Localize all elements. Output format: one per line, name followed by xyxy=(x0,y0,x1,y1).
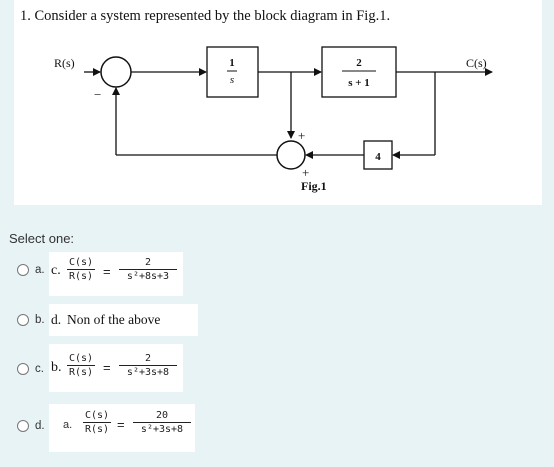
option-a-radio[interactable] xyxy=(17,264,29,276)
block2-denominator: s + 1 xyxy=(348,77,370,89)
block-2 xyxy=(321,46,397,98)
option-c-lhs: C(s)R(s) xyxy=(67,353,95,378)
sum1-minus-sign: − xyxy=(94,87,101,102)
summing-junction-1 xyxy=(100,56,132,88)
option-a-equals: = xyxy=(103,264,111,279)
option-b-letter: b. xyxy=(35,314,45,326)
select-one-label: Select one: xyxy=(9,231,75,246)
option-a-letter: a. xyxy=(35,264,45,276)
option-c-inner-letter: b. xyxy=(51,360,62,375)
block-1 xyxy=(206,46,259,98)
option-c-radio[interactable] xyxy=(17,363,29,375)
option-b[interactable]: b. d. Non of the above xyxy=(0,304,200,336)
sum2-plus-top: + xyxy=(298,128,305,143)
block2-numerator: 2 xyxy=(356,57,362,69)
option-d-equals: = xyxy=(117,417,125,432)
output-label: C(s) xyxy=(466,56,487,70)
option-b-radio[interactable] xyxy=(17,314,29,326)
option-a-inner-letter: c. xyxy=(51,263,61,278)
figure-caption: Fig.1 xyxy=(301,179,327,193)
input-label: R(s) xyxy=(54,56,75,70)
summing-junction-2 xyxy=(276,140,306,170)
option-d-letter: d. xyxy=(35,420,45,432)
option-d-radio[interactable] xyxy=(17,420,29,432)
option-d-inner-letter: a. xyxy=(63,419,73,431)
option-d-lhs: C(s)R(s) xyxy=(83,410,111,435)
option-c-letter: c. xyxy=(35,363,44,375)
block3-value: 4 xyxy=(375,151,381,163)
option-b-inner-letter: d. xyxy=(51,312,62,327)
sum2-plus-right: + xyxy=(302,165,309,180)
question-card: 1. Consider a system represented by the … xyxy=(14,0,542,205)
block-diagram: R(s) − 1 s 2 s + 1 C(s) 4 + + xyxy=(54,46,493,193)
option-c-equals: = xyxy=(103,360,111,375)
option-b-content: d. Non of the above xyxy=(49,304,198,336)
option-a-lhs: C(s)R(s) xyxy=(67,257,95,282)
option-b-text: Non of the above xyxy=(67,312,161,327)
block1-denominator: s xyxy=(230,74,234,86)
question-text: 1. Consider a system represented by the … xyxy=(20,8,391,24)
block1-numerator: 1 xyxy=(229,57,235,69)
